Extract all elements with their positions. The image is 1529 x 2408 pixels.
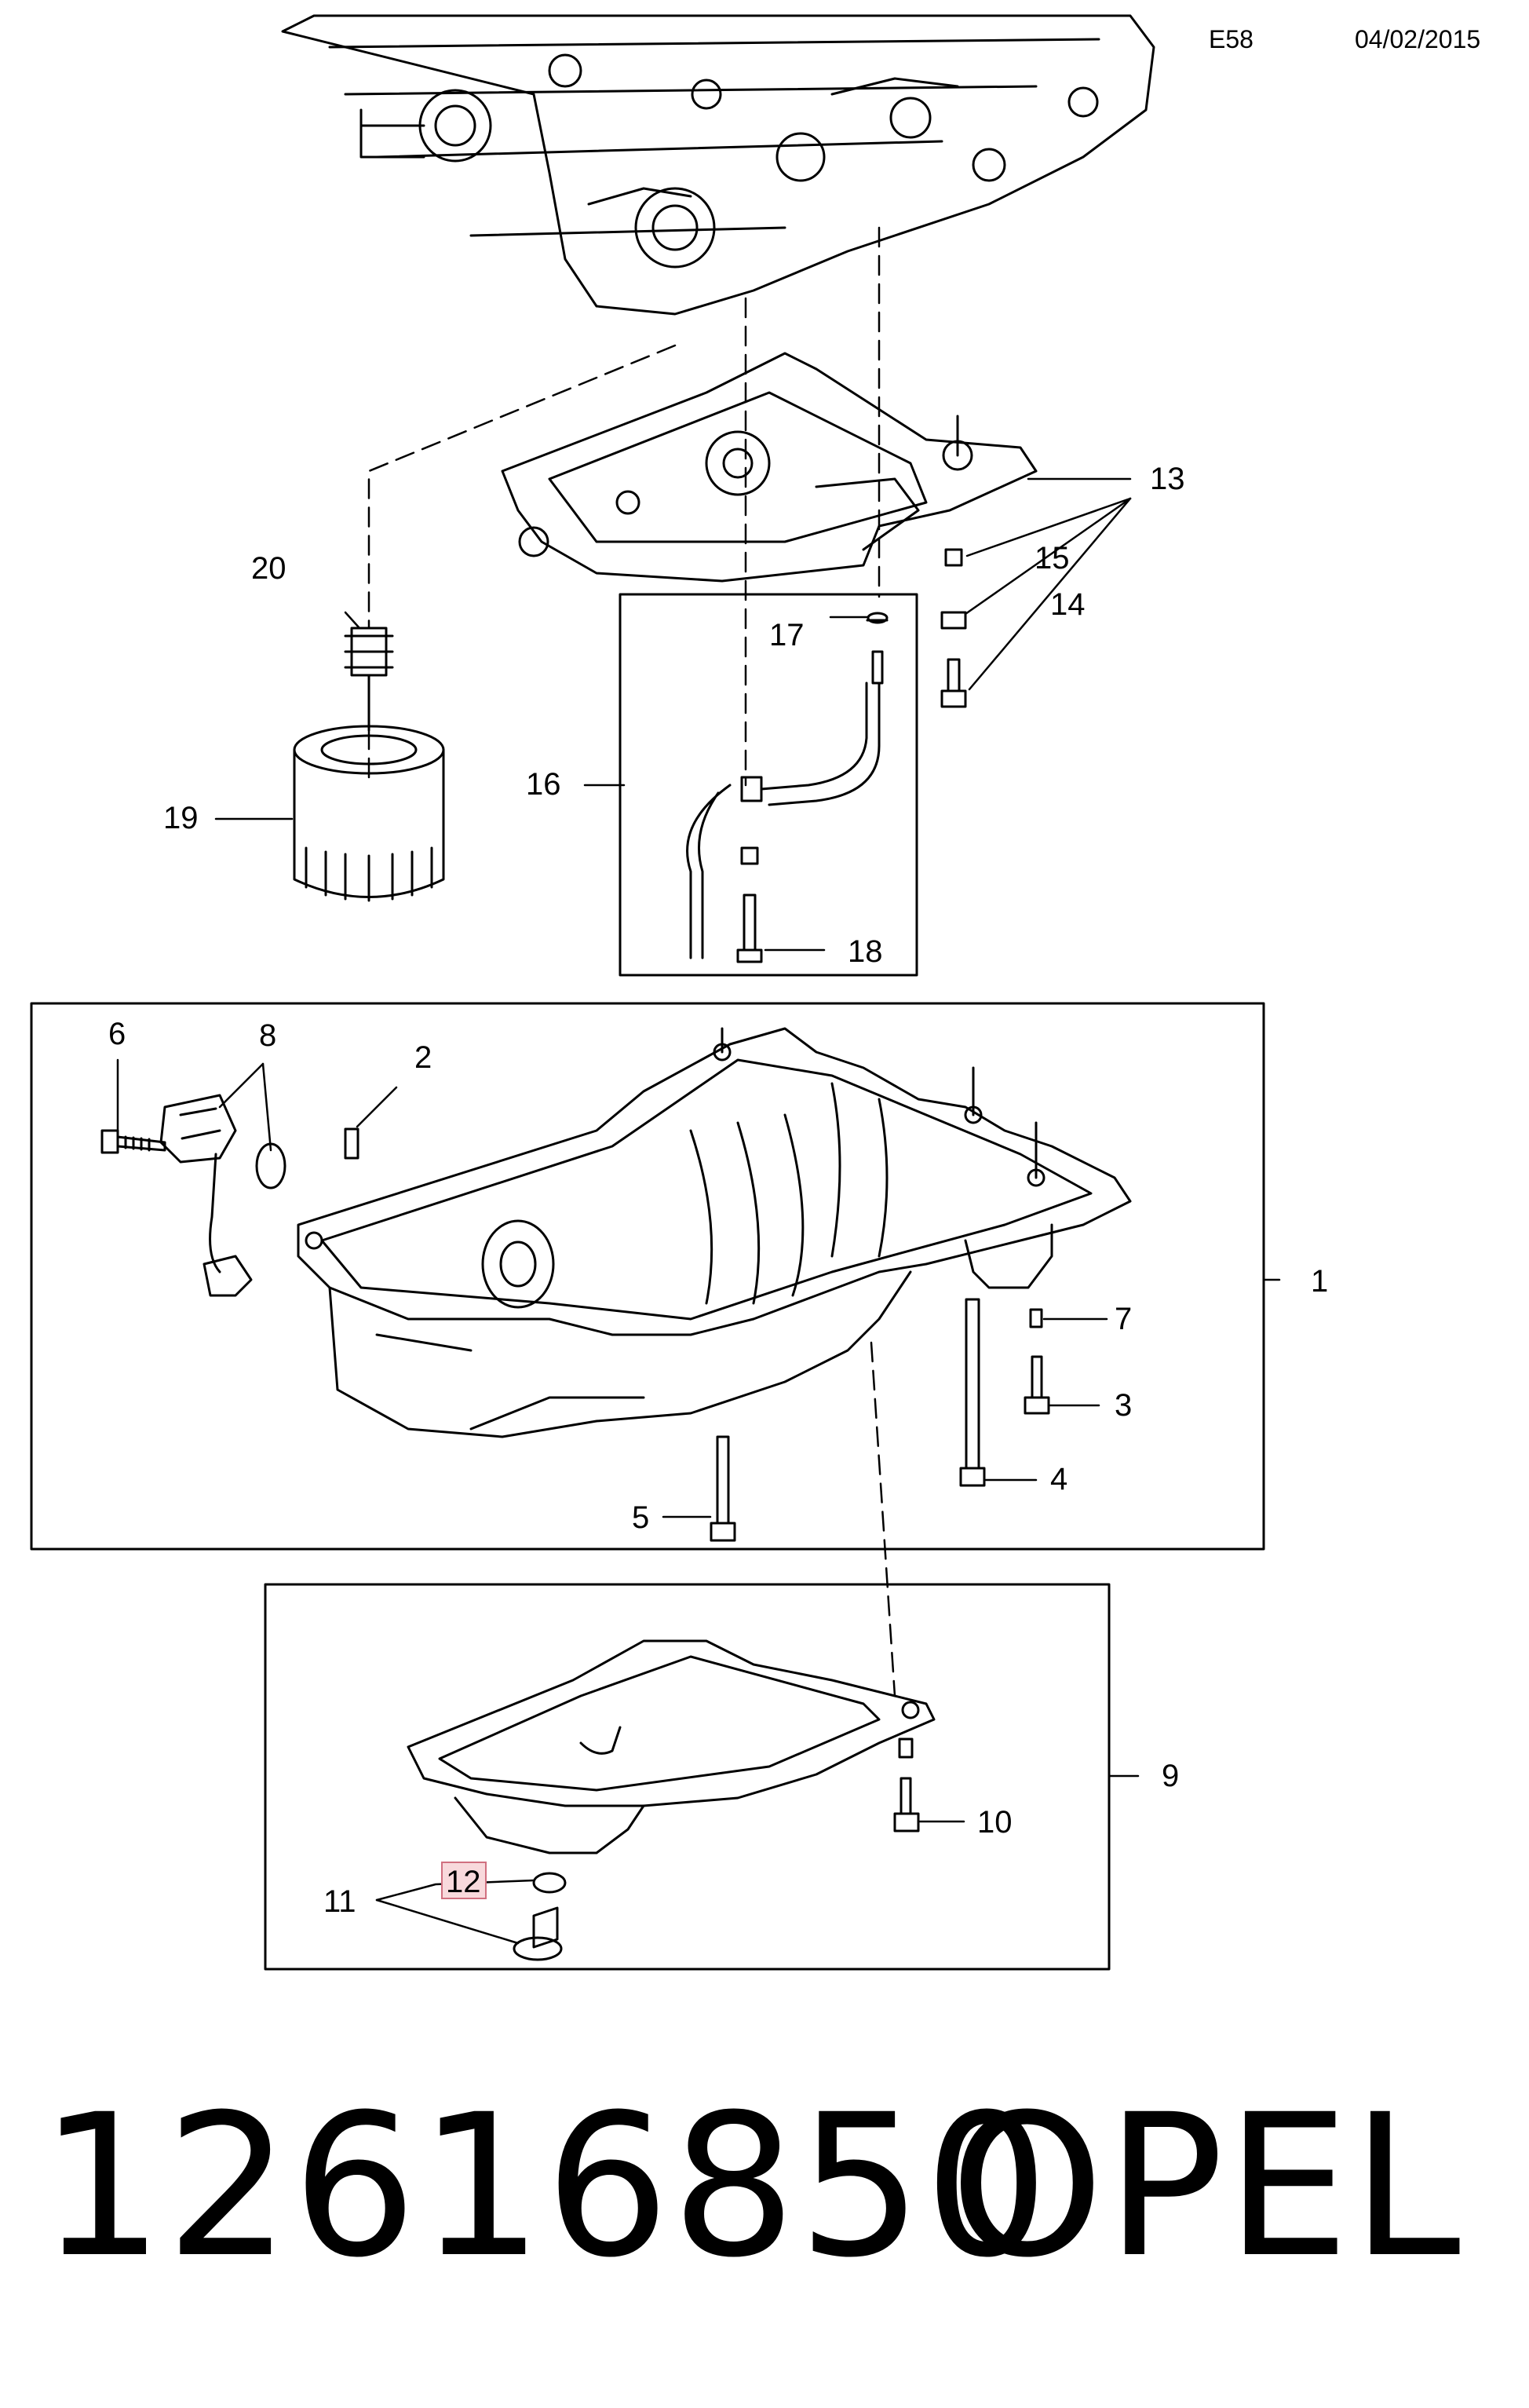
callout-13: 13 bbox=[1150, 462, 1185, 496]
callout-17: 17 bbox=[769, 618, 805, 652]
diagram-code: E58 bbox=[1209, 25, 1253, 53]
highlight-box-12 bbox=[441, 1862, 487, 1899]
callouts: 13 15 14 17 20 16 19 18 6 8 2 1 7 3 4 5 … bbox=[108, 462, 1328, 1919]
dowel-pin bbox=[344, 1127, 359, 1160]
oil-pan-bolts bbox=[710, 1298, 1050, 1542]
oil-pan-upper bbox=[297, 1027, 1132, 1438]
oil-filter-adapter bbox=[344, 627, 394, 732]
oil-pan-lower bbox=[407, 1639, 936, 1854]
lower-pan-bolt bbox=[893, 1737, 920, 1832]
engine-block bbox=[281, 14, 1155, 316]
callout-14: 14 bbox=[1050, 587, 1086, 622]
baffle-bolt bbox=[940, 548, 967, 708]
oil-filter bbox=[293, 725, 445, 902]
callout-20: 20 bbox=[251, 551, 286, 586]
callout-3: 3 bbox=[1115, 1388, 1132, 1423]
box-oil-pan-upper bbox=[30, 1002, 1265, 1551]
callout-10: 10 bbox=[977, 1805, 1013, 1840]
sensor-bolt bbox=[100, 1129, 166, 1154]
callout-2: 2 bbox=[414, 1040, 432, 1075]
leader-lines bbox=[116, 477, 1281, 1945]
callout-11: 11 bbox=[323, 1884, 356, 1919]
diagram-date: 04/02/2015 bbox=[1355, 25, 1481, 53]
callout-18: 18 bbox=[848, 934, 883, 969]
callout-4: 4 bbox=[1050, 1462, 1067, 1496]
callout-1: 1 bbox=[1311, 1264, 1328, 1299]
oil-pickup-tube bbox=[686, 612, 889, 963]
callout-15: 15 bbox=[1035, 541, 1070, 576]
drain-plug bbox=[513, 1872, 567, 1961]
callout-16: 16 bbox=[526, 767, 561, 802]
callout-12: 12 bbox=[446, 1865, 481, 1899]
callout-9: 9 bbox=[1162, 1759, 1179, 1793]
callout-8: 8 bbox=[259, 1018, 276, 1053]
baffle-plate bbox=[501, 352, 1038, 583]
callout-19: 19 bbox=[163, 801, 199, 835]
callout-7: 7 bbox=[1115, 1302, 1132, 1336]
oil-level-sensor bbox=[159, 1094, 286, 1297]
brand-name: OPEL bbox=[950, 2072, 1462, 2300]
callout-5: 5 bbox=[632, 1500, 649, 1535]
callout-6: 6 bbox=[108, 1017, 126, 1051]
part-number: 12616850 bbox=[39, 2072, 1051, 2300]
